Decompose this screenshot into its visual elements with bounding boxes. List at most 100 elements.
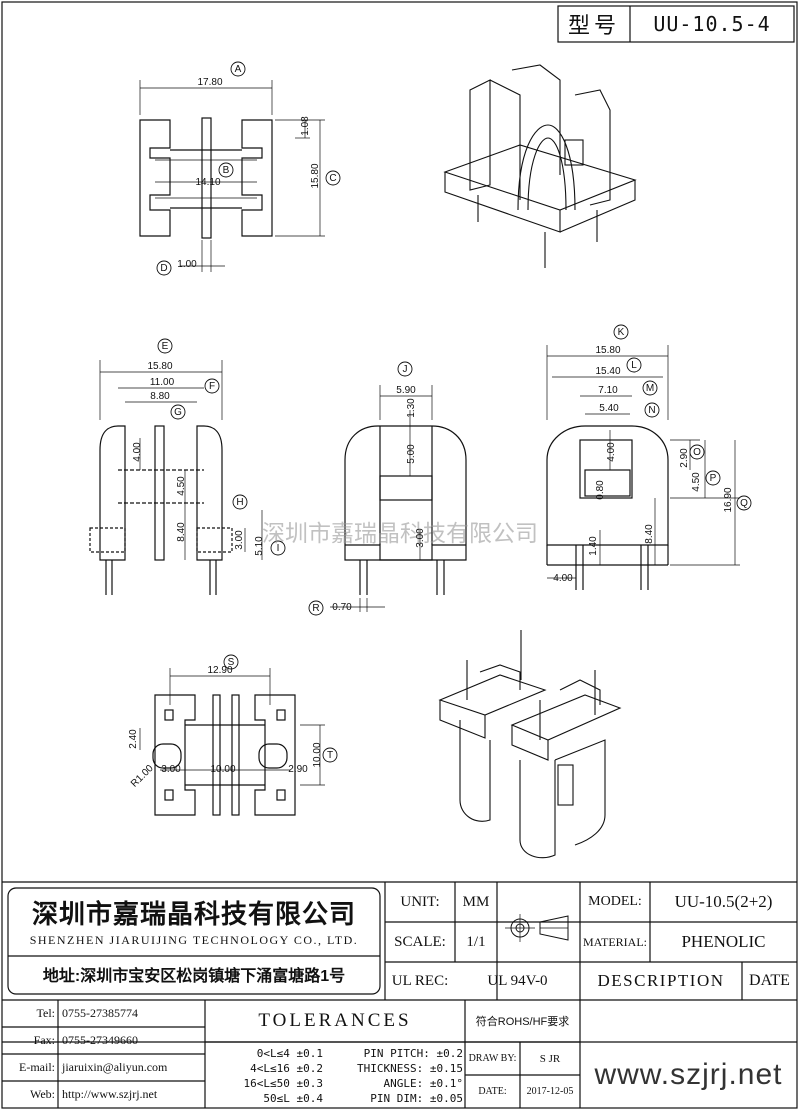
dim-label-k: K bbox=[617, 326, 625, 338]
tolerance-pin-pitch: PIN PITCH: ±0.2 bbox=[363, 1046, 463, 1060]
view-front-middle bbox=[308, 361, 467, 616]
tolerance-thickness: THICKNESS: ±0.15 bbox=[357, 1061, 463, 1075]
unit-value: MM bbox=[462, 893, 490, 910]
model-label: MODEL: bbox=[588, 894, 642, 909]
dim-label-r: R bbox=[312, 602, 320, 614]
tolerances-title: TOLERANCES bbox=[258, 1010, 412, 1031]
company-address: 地址:深圳市宝安区松岗镇塘下涌富塘路1号 bbox=[42, 968, 346, 985]
dim-f-value: 11.00 bbox=[149, 376, 175, 388]
dim-b-value: 14.10 bbox=[195, 176, 221, 188]
material-label: MATERIAL: bbox=[583, 934, 647, 949]
dim-o-value: 2.90 bbox=[678, 448, 690, 468]
dim-1-08-value: 1.08 bbox=[299, 116, 311, 136]
dim-c-value: 15.80 bbox=[309, 163, 321, 189]
dim-k-8-40-value: 8.40 bbox=[643, 524, 655, 544]
dim-a-value: 17.80 bbox=[197, 76, 223, 88]
tolerance-length-2: 4<L≤16 ±0.2 bbox=[250, 1061, 323, 1075]
dim-2-40-value: 2.40 bbox=[127, 729, 139, 749]
dim-l-value: 15.40 bbox=[595, 365, 621, 377]
ul-rec-label: UL REC: bbox=[391, 972, 449, 989]
contact-email-label: E-mail: bbox=[19, 1060, 55, 1074]
tolerance-pin-dim: PIN DIM: ±0.05 bbox=[370, 1091, 463, 1105]
dim-s-value: 12.90 bbox=[207, 664, 233, 676]
watermark: 深圳市嘉瑞晶科技有限公司 bbox=[262, 520, 538, 546]
scale-label: SCALE: bbox=[394, 933, 446, 950]
view-iso-top bbox=[443, 64, 637, 268]
dim-i-value: 5.10 bbox=[253, 536, 265, 556]
dim-kb-4-00-value: 4.00 bbox=[553, 572, 573, 584]
dim-label-h: H bbox=[236, 496, 244, 508]
dim-label-s: S bbox=[227, 656, 235, 668]
dim-label-n: N bbox=[648, 404, 656, 416]
model-box-value: UU-10.5-4 bbox=[653, 12, 771, 36]
model-value: UU-10.5(2+2) bbox=[674, 892, 773, 911]
description-header: DESCRIPTION bbox=[597, 971, 725, 990]
model-box-label: 型号 bbox=[567, 13, 620, 38]
dim-label-c: C bbox=[329, 172, 337, 184]
contact-web-value: http://www.szjrj.net bbox=[62, 1087, 158, 1101]
date-header: DATE bbox=[749, 972, 790, 989]
dim-label-i: I bbox=[276, 542, 280, 554]
view-side-left bbox=[89, 338, 286, 595]
dim-m-value: 7.10 bbox=[598, 384, 618, 396]
dim-q-value: 16.90 bbox=[722, 487, 734, 513]
dim-e-value: 15.80 bbox=[147, 360, 173, 372]
title-block bbox=[2, 5, 797, 1108]
dim-p-value: 4.50 bbox=[690, 472, 702, 492]
tolerance-angle: ANGLE: ±0.1° bbox=[383, 1076, 463, 1090]
contact-tel-value: 0755-27385774 bbox=[62, 1006, 138, 1020]
dim-h-value: 3.00 bbox=[233, 530, 245, 550]
contact-email-value: jiaruixin@aliyun.com bbox=[62, 1060, 168, 1074]
dim-label-m: M bbox=[645, 382, 655, 394]
dim-k-value: 15.80 bbox=[595, 344, 621, 356]
dim-k-4-00-value: 4.00 bbox=[605, 442, 617, 462]
dim-4-00-value: 4.00 bbox=[131, 442, 143, 462]
contact-web-label: Web: bbox=[29, 1087, 55, 1101]
drawn-by-label: DRAW BY: bbox=[468, 1053, 517, 1064]
dim-d-value: 1.00 bbox=[177, 258, 197, 270]
dim-label-g: G bbox=[174, 406, 182, 418]
dim-t-value: 10.00 bbox=[311, 742, 323, 768]
dim-label-b: B bbox=[222, 164, 230, 176]
dim-label-j: J bbox=[402, 363, 408, 375]
dim-label-l: L bbox=[631, 359, 637, 371]
unit-label: UNIT: bbox=[400, 893, 440, 910]
date-label: DATE: bbox=[478, 1086, 507, 1097]
dim-s-2-90-value: 2.90 bbox=[288, 763, 308, 775]
dim-1-30-value: 1.30 bbox=[405, 398, 417, 418]
dim-j-3-00-value: 3.00 bbox=[414, 528, 426, 548]
company-name-cn: 深圳市嘉瑞晶科技有限公司 bbox=[31, 898, 356, 929]
view-front-right bbox=[546, 324, 752, 590]
tolerance-length-1: 0<L≤4 ±0.1 bbox=[256, 1046, 323, 1060]
drawn-by-value: S JR bbox=[539, 1052, 561, 1065]
dim-label-e: E bbox=[161, 340, 169, 352]
tolerance-length-4: 50≤L ±0.4 bbox=[263, 1091, 323, 1105]
contact-fax-value: 0755-27349660 bbox=[62, 1033, 138, 1047]
dim-10-00-value: 10.00 bbox=[210, 763, 236, 775]
view-top-left bbox=[139, 61, 341, 276]
tolerance-length-3: 16<L≤50 ±0.3 bbox=[243, 1076, 323, 1090]
company-name-en: SHENZHEN JIARUIJING TECHNOLOGY CO., LTD. bbox=[29, 932, 359, 947]
rohs-note: 符合ROHS/HF要求 bbox=[475, 1016, 570, 1028]
scale-value: 1/1 bbox=[466, 933, 486, 950]
dim-label-t: T bbox=[326, 749, 334, 761]
dim-j-value: 5.90 bbox=[396, 384, 416, 396]
website-large: www.szjrj.net bbox=[594, 1058, 783, 1091]
contact-fax-label: Fax: bbox=[33, 1033, 55, 1047]
view-bottom bbox=[139, 654, 338, 816]
dim-label-p: P bbox=[709, 472, 717, 484]
contact-tel-label: Tel: bbox=[36, 1006, 56, 1020]
dim-0-80-value: 0.80 bbox=[594, 480, 606, 500]
view-iso-bottom bbox=[438, 630, 622, 859]
date-value: 2017-12-05 bbox=[526, 1086, 574, 1097]
dim-label-a: A bbox=[234, 63, 242, 75]
dim-g-value: 8.80 bbox=[150, 390, 170, 402]
dim-4-50-value: 4.50 bbox=[175, 476, 187, 496]
dim-5-00-value: 5.00 bbox=[405, 444, 417, 464]
dim-label-o: O bbox=[693, 446, 701, 458]
dim-r-value: 0.70 bbox=[332, 601, 352, 613]
dim-8-40-value: 8.40 bbox=[175, 522, 187, 542]
